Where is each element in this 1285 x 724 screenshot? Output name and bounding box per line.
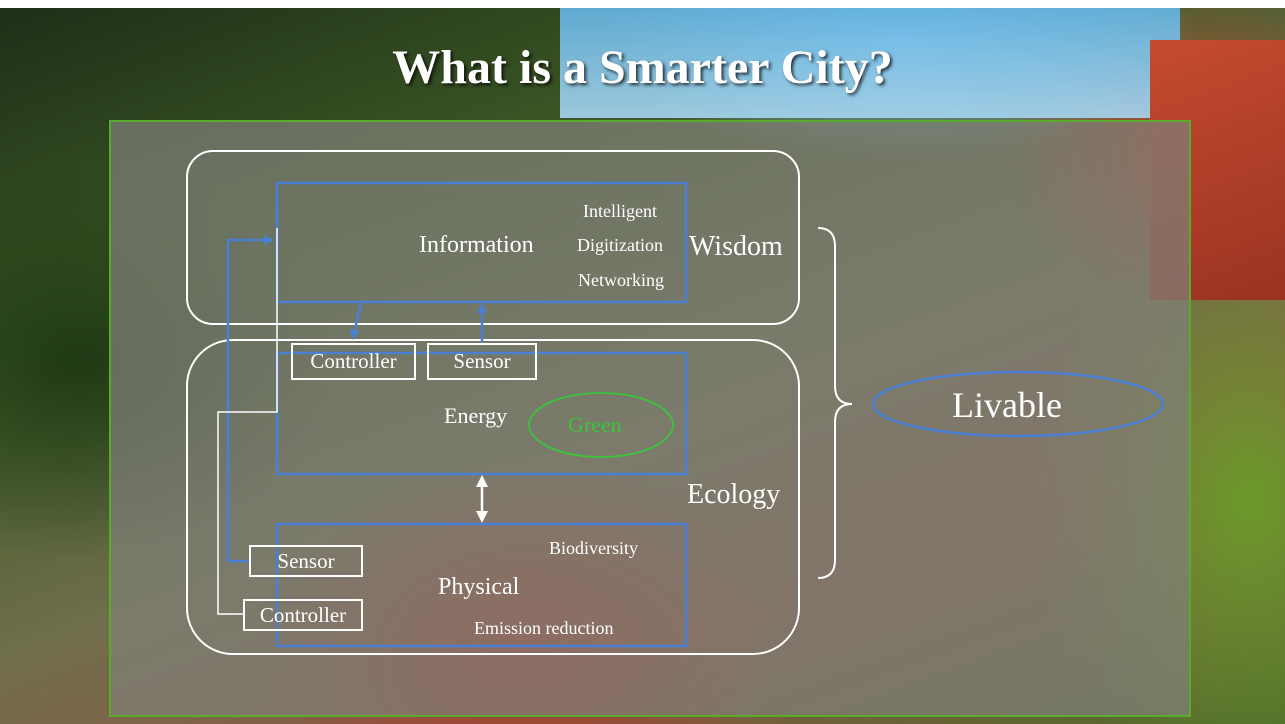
physical-box xyxy=(275,522,688,648)
top-border xyxy=(0,0,1285,8)
information-label: Information xyxy=(419,232,534,258)
physical-label: Physical xyxy=(438,574,520,600)
attribute-networking: Networking xyxy=(578,270,664,290)
wisdom-label: Wisdom xyxy=(689,231,783,262)
controller-top-box: Controller xyxy=(291,343,416,380)
sensor-bottom-box: Sensor xyxy=(249,545,363,577)
energy-box xyxy=(275,351,688,476)
attribute-digitization: Digitization xyxy=(577,235,663,255)
background-sky xyxy=(560,0,1180,118)
sensor-top-box: Sensor xyxy=(427,343,537,380)
livable-label: Livable xyxy=(952,385,1062,425)
diagram-panel xyxy=(109,120,1191,717)
wisdom-container xyxy=(186,150,800,325)
sensor-feedback-line xyxy=(226,235,274,563)
controller-top-arrow xyxy=(349,301,363,340)
controller-bottom-box: Controller xyxy=(243,599,363,631)
biodiversity-label: Biodiversity xyxy=(549,538,638,558)
livable-brace xyxy=(817,227,853,579)
livable-oval xyxy=(871,370,1165,438)
green-oval xyxy=(528,392,674,458)
ecology-container xyxy=(186,339,800,655)
energy-label: Energy xyxy=(444,403,508,428)
green-label: Green xyxy=(568,412,622,437)
emission-label: Emission reduction xyxy=(474,618,614,638)
attribute-intelligent: Intelligent xyxy=(583,201,657,221)
slide-title: What is a Smarter City? xyxy=(392,41,893,94)
controller-feedback-line xyxy=(217,228,278,615)
ecology-label: Ecology xyxy=(687,479,781,510)
